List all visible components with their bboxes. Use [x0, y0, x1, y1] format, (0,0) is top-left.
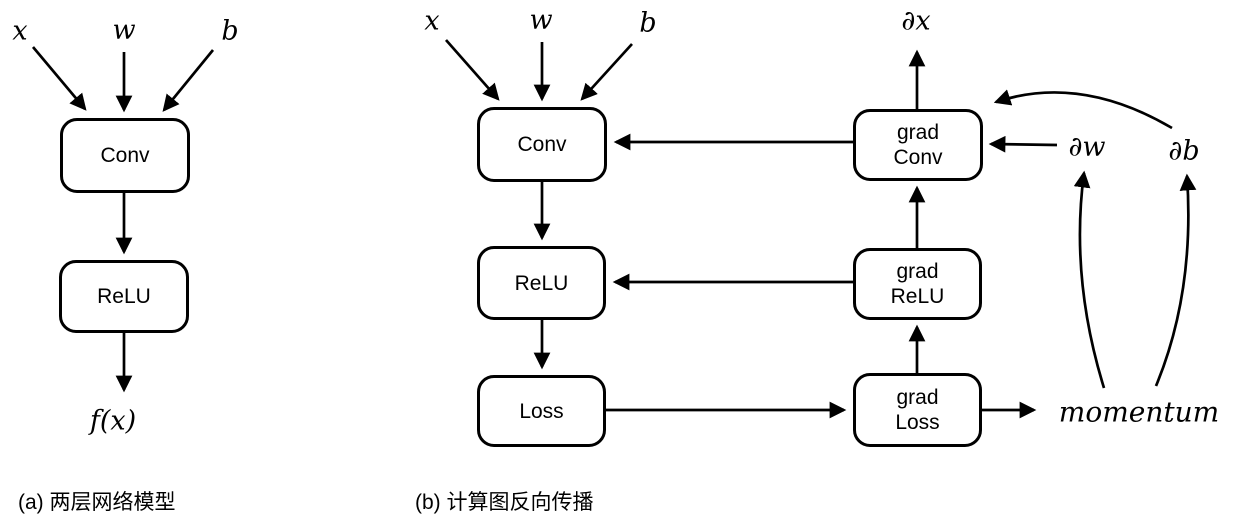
label-a-output: f(x): [89, 405, 137, 437]
node-conv-b: Conv: [477, 107, 607, 182]
label-b-w: w: [529, 4, 553, 36]
node-grad-conv-line1: grad: [896, 121, 940, 144]
node-relu-b: ReLU: [477, 246, 606, 320]
label-a-w: w: [112, 14, 136, 46]
node-conv-a-label: Conv: [100, 144, 150, 167]
node-grad-loss: grad Loss: [853, 373, 982, 447]
label-b-b: b: [639, 7, 657, 39]
label-a-x: x: [12, 15, 28, 47]
arrow-b-gradw-to-gradconv: [988, 135, 1058, 153]
node-loss-b: Loss: [477, 375, 606, 447]
node-grad-relu-line1: grad: [896, 260, 939, 283]
node-relu-a: ReLU: [59, 260, 189, 333]
arrow-b-momentum-to-gradb: [1154, 173, 1197, 387]
node-grad-loss-line2: Loss: [895, 411, 940, 434]
node-grad-conv-line2: Conv: [893, 146, 943, 169]
label-grad-w: ∂w: [1068, 131, 1106, 163]
label-grad-x: ∂x: [901, 5, 931, 37]
caption-panel-a: (a) 两层网络模型: [18, 491, 176, 514]
node-relu-a-label: ReLU: [97, 285, 151, 308]
arrow-b-b-to-conv: [580, 43, 633, 101]
arrow-b-gradb-to-gradconv: [993, 89, 1173, 130]
node-grad-conv: grad Conv: [853, 109, 983, 181]
label-a-b: b: [221, 15, 239, 47]
node-conv-a: Conv: [60, 118, 190, 193]
label-momentum: momentum: [1058, 395, 1220, 429]
arrow-b-x-to-conv: [444, 39, 500, 101]
node-grad-relu: grad ReLU: [853, 248, 982, 320]
node-conv-b-label: Conv: [517, 133, 567, 156]
node-grad-loss-line1: grad: [896, 386, 939, 409]
arrow-a-b-to-conv: [162, 49, 215, 112]
label-grad-b: ∂b: [1168, 135, 1200, 167]
arrow-a-x-to-conv: [31, 46, 87, 111]
label-b-x: x: [424, 5, 440, 37]
node-grad-relu-line2: ReLU: [890, 285, 945, 308]
arrow-b-momentum-to-gradw: [1073, 170, 1106, 389]
node-loss-b-label: Loss: [519, 399, 564, 423]
caption-panel-b: (b) 计算图反向传播: [415, 491, 594, 514]
node-relu-b-label: ReLU: [514, 271, 569, 295]
